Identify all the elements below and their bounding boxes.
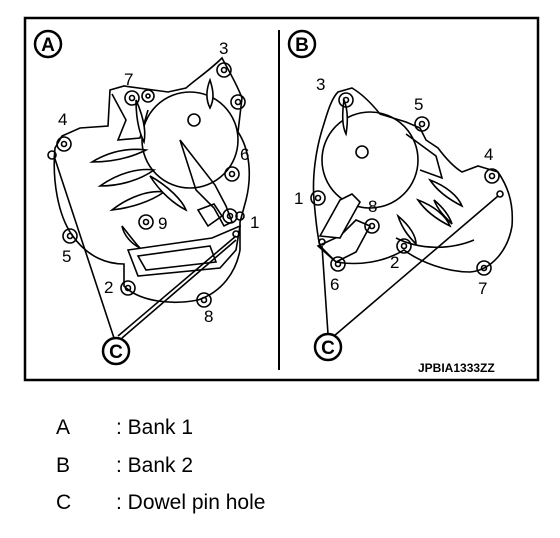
bank2-bolt-number: 7 <box>478 279 487 298</box>
bolt-hole-1b <box>235 211 245 221</box>
legend-row-c: C : Dowel pin hole <box>0 491 560 521</box>
bank1-vane <box>109 190 167 212</box>
bolt-hole-2 <box>120 280 136 296</box>
legend-description: : Dowel pin hole <box>116 491 266 514</box>
bank2-bolt-number: 1 <box>294 189 303 208</box>
legend-row-b: B : Bank 2 <box>0 454 560 484</box>
bank1-dowel-leader <box>121 239 237 339</box>
bank1-pump-chamber <box>141 91 239 189</box>
bank1-bolt-number: 8 <box>204 307 213 326</box>
bank2-vane <box>341 96 349 137</box>
bank1-vane <box>149 175 188 212</box>
bank1-vane <box>89 148 149 163</box>
panel-a-callout-c: C <box>101 336 131 366</box>
bolt-hole-4 <box>484 168 500 184</box>
bank1-shaft <box>179 139 234 228</box>
bank2-vane <box>433 199 453 225</box>
bolt-hole-8 <box>196 292 212 308</box>
bank2-bolt-numbers: 1 2 3 4 5 6 7 8 <box>294 75 493 298</box>
panel-a-bank1 <box>47 56 251 339</box>
bolt-hole-7 <box>124 90 140 106</box>
diagram-figure: A C 1 2 3 4 5 6 7 8 9 <box>23 16 540 382</box>
bank2-inner-rib <box>405 133 444 180</box>
legend-description: : Bank 2 <box>116 454 194 477</box>
bank2-shaft-hole <box>355 145 369 159</box>
panel-b-callout-c: C <box>313 332 343 362</box>
bank2-dowel-leader <box>321 245 329 335</box>
bolt-hole-1 <box>222 208 238 224</box>
panel-b-label: B <box>287 29 317 59</box>
bank2-shaft <box>318 193 361 239</box>
bank2-inner-arc <box>395 237 475 249</box>
bank2-pump-chamber <box>321 111 419 209</box>
bank1-vane <box>206 77 214 110</box>
bank1-lower-inner <box>136 245 218 271</box>
bolt-hole-right <box>230 94 246 110</box>
bank2-bolt-number: 2 <box>390 253 399 272</box>
bank1-port <box>196 203 224 228</box>
callout-c-text: C <box>321 338 335 359</box>
bank2-vane <box>427 178 464 208</box>
bolt-hole-5 <box>414 116 430 132</box>
bank2-bolt-number: 3 <box>316 75 325 94</box>
bank2-bolt-number: 4 <box>484 145 493 164</box>
bank2-housing-outline <box>312 87 514 273</box>
bolt-hole-8 <box>364 218 380 234</box>
legend-row-a: A : Bank 1 <box>0 416 560 446</box>
bank1-bolt-number: 7 <box>124 70 133 89</box>
bank1-bolt-number: 3 <box>219 39 228 58</box>
bank2-bolt-holes <box>310 92 504 276</box>
figure-code: JPBIA1333ZZ <box>418 361 495 375</box>
bank1-bolt-number: 6 <box>240 145 249 164</box>
legend-key: A <box>56 416 71 439</box>
bank2-vane <box>396 213 417 246</box>
panel-b-bank2 <box>310 87 514 337</box>
bank1-vane <box>135 99 146 145</box>
bank2-vane <box>415 198 452 228</box>
bank1-shaft-hole <box>187 113 201 127</box>
dowel-hole-b1 <box>496 190 504 198</box>
bank2-bolt-number: 5 <box>414 95 423 114</box>
bank1-dowel-leader <box>53 155 115 339</box>
dowel-hole-b2 <box>318 238 326 246</box>
bolt-hole-1 <box>310 190 326 206</box>
bolt-hole-top <box>141 89 155 103</box>
legend-description: : Bank 1 <box>116 416 194 439</box>
bolt-hole-9 <box>138 214 154 230</box>
bolt-hole-4 <box>56 136 72 152</box>
bolt-hole-2 <box>396 238 412 254</box>
figure-frame <box>23 16 540 382</box>
panel-b-label-text: B <box>295 35 309 56</box>
bank1-vane <box>97 168 157 187</box>
callout-c-text: C <box>109 342 123 363</box>
bank1-vane <box>121 225 141 249</box>
bank1-lower-block <box>126 224 242 277</box>
bank1-bolt-number: 1 <box>250 213 259 232</box>
bolt-hole-6 <box>224 166 240 182</box>
bolt-hole-3 <box>338 92 354 108</box>
bank1-housing-outline <box>53 56 251 304</box>
bolt-hole-3 <box>216 62 232 78</box>
bank1-bolt-number: 5 <box>62 247 71 266</box>
bank1-bolt-number: 4 <box>58 110 67 129</box>
dowel-hole-a1 <box>47 150 57 160</box>
bank2-bolt-number: 6 <box>330 275 339 294</box>
bank1-bolt-number: 2 <box>104 278 113 297</box>
panel-a-label: A <box>33 29 63 59</box>
bank2-bolt-number: 8 <box>368 197 377 216</box>
bank1-dowel-leader <box>117 235 237 337</box>
bank1-bolt-holes <box>47 62 246 308</box>
bank1-bolt-numbers: 1 2 3 4 5 6 7 8 9 <box>58 39 259 326</box>
panel-a-label-text: A <box>41 35 55 56</box>
bolt-hole-6 <box>330 256 346 272</box>
bolt-hole-5 <box>62 228 78 244</box>
bank2-dowel-leader <box>333 195 499 337</box>
bank1-bolt-number: 9 <box>158 214 167 233</box>
bolt-hole-7 <box>476 260 492 276</box>
legend-key: C <box>56 491 72 514</box>
legend-key: B <box>56 454 71 477</box>
